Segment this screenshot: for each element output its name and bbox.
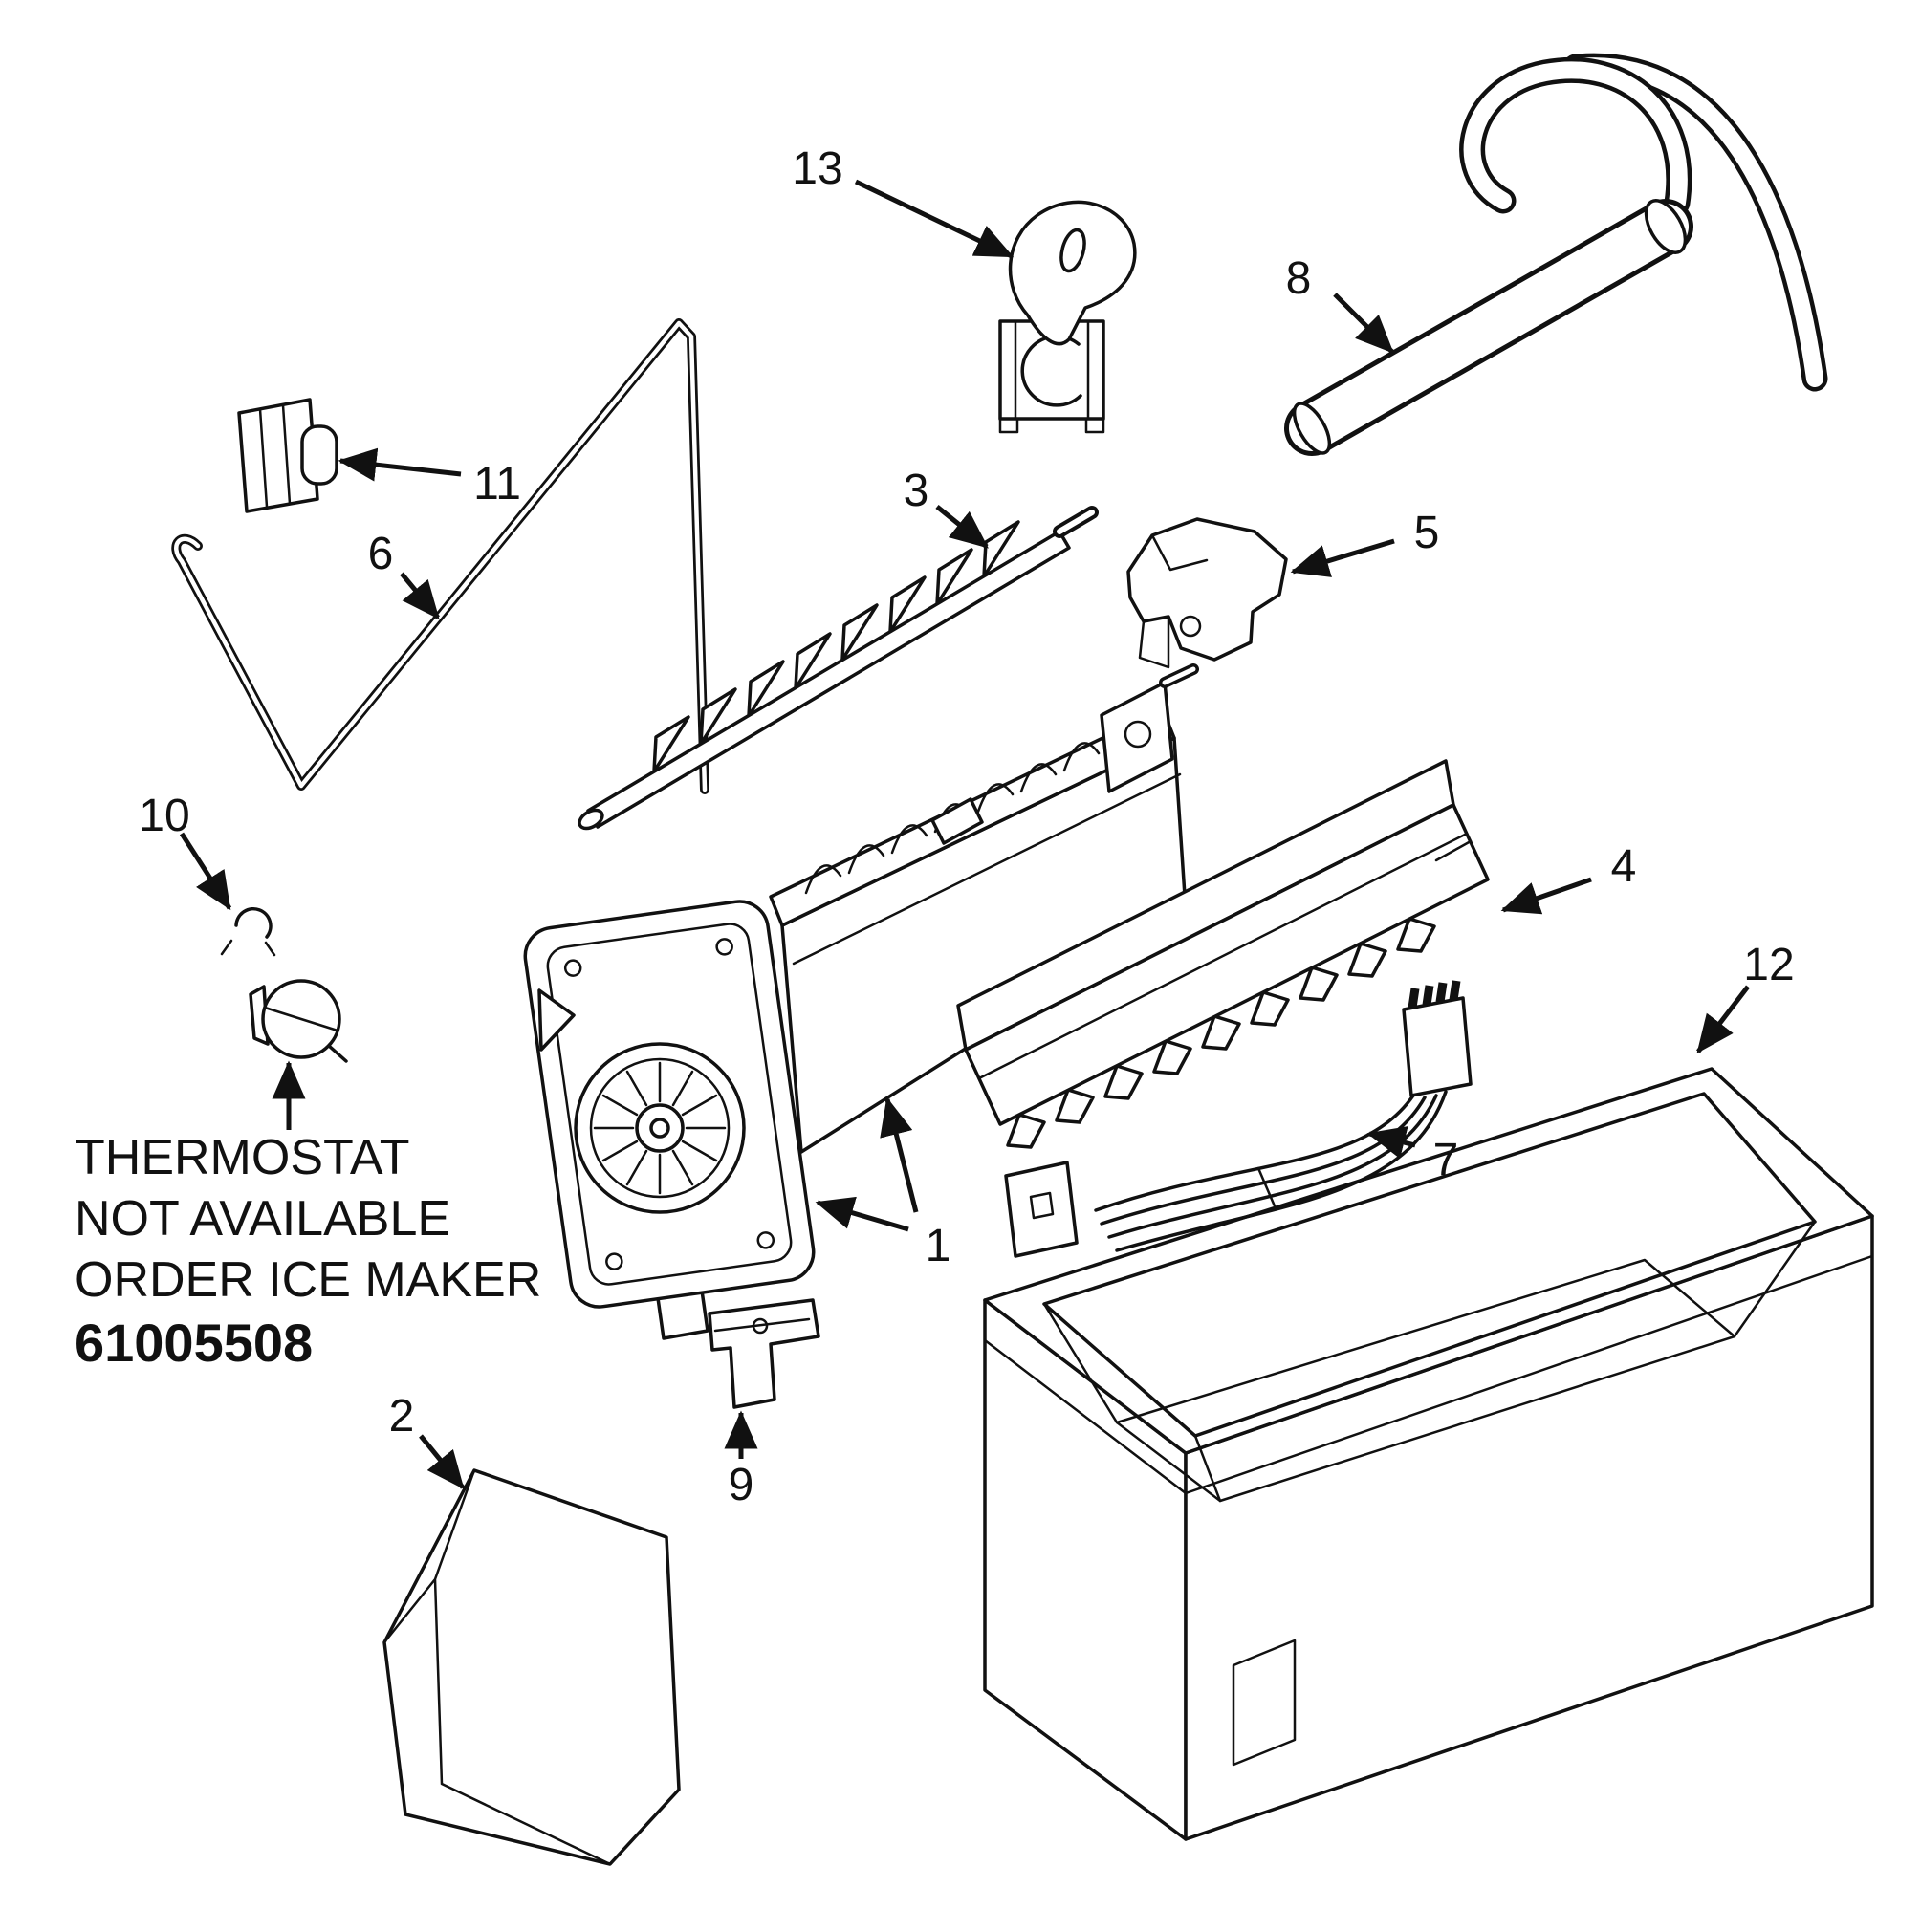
screw	[756, 1231, 775, 1249]
note-line-3: ORDER ICE MAKER	[75, 1252, 541, 1308]
note-line-2: NOT AVAILABLE	[75, 1191, 450, 1247]
callout-1-arrow-a	[815, 1196, 909, 1232]
clamp-strap-slot	[1059, 228, 1086, 273]
part-12-ice-bin	[983, 1067, 1874, 1841]
part-13-tube-clamp	[998, 200, 1137, 434]
ice-mold-fins	[804, 722, 1144, 895]
callout-4-arrow	[1500, 877, 1592, 915]
callout-10-label: 10	[139, 791, 189, 841]
thermostat-note: THERMOSTAT NOT AVAILABLE ORDER ICE MAKER…	[75, 1130, 541, 1373]
callout-13-label: 13	[792, 143, 842, 194]
part-6-shutoff-arm-wire	[171, 318, 709, 794]
screw	[715, 938, 733, 956]
callout-13-arrow	[854, 179, 1015, 259]
callout-7-arrow	[1366, 1126, 1416, 1160]
callout-5-label: 5	[1414, 508, 1440, 558]
part-8-fill-tube	[1284, 53, 1828, 456]
callout-11-label: 11	[473, 459, 521, 510]
comb-teeth	[1006, 917, 1436, 1149]
callout-5-arrow	[1290, 538, 1395, 577]
thermostat	[249, 979, 348, 1063]
part-3-stripper-bar	[578, 506, 1099, 831]
callout-arrows	[179, 179, 1750, 1489]
callout-3-arrow	[935, 505, 989, 549]
ice-maker-top-bracket	[930, 797, 984, 845]
callout-4-label: 4	[1611, 841, 1637, 892]
callout-12-arrow	[1696, 985, 1750, 1053]
screw	[563, 959, 582, 977]
drive-gear	[574, 1042, 746, 1214]
callout-1-label: 1	[926, 1221, 951, 1271]
bin-rim	[983, 1067, 1874, 1455]
comb-bar	[964, 803, 1490, 1126]
cam-flag	[537, 988, 576, 1052]
ice-maker-end-tab	[1100, 681, 1174, 793]
callout-6-label: 6	[368, 529, 394, 579]
bin-notch	[1232, 1639, 1297, 1767]
callout-9-label: 9	[729, 1460, 754, 1510]
callout-8-arrow	[1333, 293, 1394, 354]
part-7-wiring-harness	[1004, 980, 1473, 1258]
stripper-teeth	[652, 520, 1020, 773]
harness-plug	[1402, 996, 1473, 1097]
note-line-1: THERMOSTAT	[75, 1130, 410, 1185]
part-4-stripper-comb	[956, 759, 1490, 1149]
note-part-number: 61005508	[75, 1313, 313, 1373]
screw	[605, 1252, 623, 1270]
callout-8-label: 8	[1286, 253, 1312, 304]
part-1-ice-maker-assembly	[523, 663, 1199, 1340]
callout-labels: 1 2 3 4 5 6 7 8 9 10 11 12 13	[139, 143, 1794, 1510]
plug-pins	[1408, 980, 1461, 1009]
callout-2-arrow	[419, 1434, 465, 1489]
callout-6-arrow	[400, 572, 440, 619]
part-10-clip	[220, 906, 276, 957]
callout-10-arrow	[179, 832, 232, 911]
harness-wrap	[1256, 1166, 1277, 1210]
part-5-mounting-bracket	[1126, 517, 1288, 669]
harness-connector	[1004, 1161, 1079, 1258]
fill-tube-end-cap	[1292, 402, 1332, 455]
callout-2-label: 2	[389, 1391, 415, 1442]
stripper-shaft	[586, 530, 1071, 829]
fill-tube-fitting	[1644, 199, 1688, 254]
callout-1-arrow-b	[880, 1096, 919, 1213]
callout-3-label: 3	[904, 466, 929, 516]
clip-tab	[300, 424, 338, 486]
callout-7-label: 7	[1433, 1135, 1459, 1185]
callout-12-label: 12	[1743, 940, 1794, 990]
clamp-strap	[1008, 200, 1137, 346]
callout-11-arrow	[338, 447, 462, 482]
part-9-bracket	[708, 1298, 820, 1409]
part-2-cover	[382, 1468, 681, 1866]
part-11-clip	[237, 398, 338, 513]
